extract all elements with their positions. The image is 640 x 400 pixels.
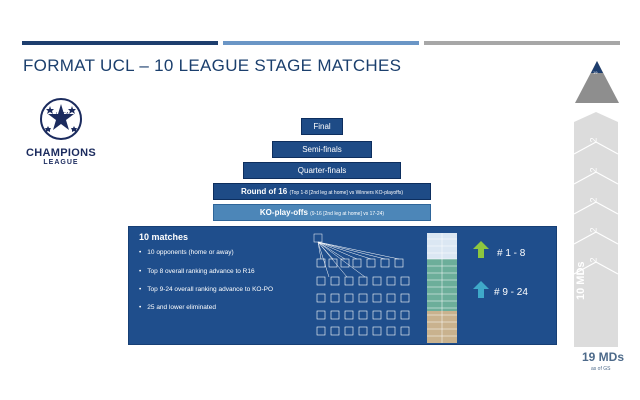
logo-uefa-text: UEFA xyxy=(56,112,70,118)
rank-mid-label: # 9 - 24 xyxy=(494,287,528,298)
header-bar-dark xyxy=(22,41,218,45)
step-quarter-label: Quarter-finals xyxy=(297,166,347,175)
md-label-1: 2 xyxy=(588,137,599,143)
draw-diagram xyxy=(313,233,410,336)
slide-title: FORMAT UCL – 10 LEAGUE STAGE MATCHES xyxy=(23,56,402,75)
total-matchdays-sub: as of GS xyxy=(591,366,611,372)
logo-champions-text: CHAMPIONS xyxy=(26,147,96,159)
champions-league-logo: UEFA CHAMPIONS LEAGUE xyxy=(18,96,104,176)
panel-title: 10 matches xyxy=(139,232,189,242)
step-ko-label: KO-play-offs xyxy=(259,208,308,217)
md-label-5: 2 xyxy=(588,257,599,263)
bullet-4: 25 and lower eliminated xyxy=(139,304,216,311)
md-label-3: 2 xyxy=(588,197,599,203)
total-matchdays: 19 MDs xyxy=(582,350,625,364)
header-bar-grey xyxy=(424,41,620,45)
arrow-up-teal-icon xyxy=(473,281,489,298)
starball-icon xyxy=(40,98,82,140)
ranking-table xyxy=(427,233,461,343)
step-round-of-16: Round of 16 (Top 1-8 [2nd leg at home] v… xyxy=(213,183,431,200)
league-stage-panel: 10 matches 10 opponents (home or away) T… xyxy=(128,226,557,345)
step-semi-finals: Semi-finals xyxy=(272,141,372,158)
bullet-3: Top 9-24 overall ranking advance to KO-P… xyxy=(139,286,273,293)
step-semi-label: Semi-finals xyxy=(302,145,342,154)
matchday-column xyxy=(574,112,618,347)
step-ko-detail: (9-16 [2nd leg at home] vs 17-24) xyxy=(310,211,385,217)
step-quarter-finals: Quarter-finals xyxy=(243,162,401,179)
step-r16-label: Round of 16 xyxy=(240,187,288,196)
header-bar-mid xyxy=(223,41,419,45)
step-final-label: Final xyxy=(313,122,331,131)
bullet-1: 10 opponents (home or away) xyxy=(139,249,233,256)
bullet-2: Top 8 overall ranking advance to R16 xyxy=(139,268,254,275)
md-label-2: 2 xyxy=(588,167,599,173)
md-vertical-main: 10 MDs xyxy=(575,261,587,300)
logo-league-text: LEAGUE xyxy=(43,159,79,166)
step-r16-detail: (Top 1-8 [2nd leg at home] vs Winners KO… xyxy=(289,190,404,196)
arrow-up-green-icon xyxy=(473,241,489,258)
ranking-grid xyxy=(427,233,457,343)
step-ko-playoffs: KO-play-offs (9-16 [2nd leg at home] vs … xyxy=(213,204,431,221)
md-label-4: 2 xyxy=(588,227,599,233)
mini-pyramid-icon xyxy=(575,61,619,103)
step-final: Final xyxy=(301,118,343,135)
mini-pyramid-label: 19 xyxy=(593,70,598,75)
rank-top-label: # 1 - 8 xyxy=(497,248,526,259)
